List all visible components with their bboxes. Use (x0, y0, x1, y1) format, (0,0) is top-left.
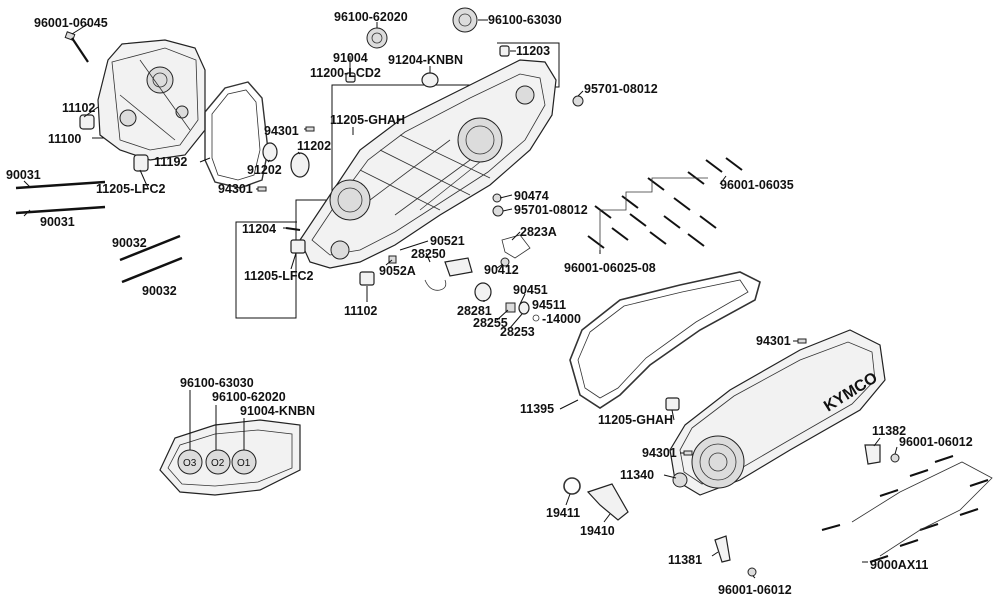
bearing-96100-63030 (452, 7, 478, 33)
label-11381[interactable]: 11381 (668, 553, 703, 567)
bolts-9000ax11 (821, 455, 989, 563)
label-91004-knbn[interactable]: 91004-KNBN (240, 404, 316, 418)
label-94301-a[interactable]: 94301 (264, 124, 299, 138)
label-95701-08012-top[interactable]: 95701-08012 (584, 82, 658, 96)
label-96100-63030-bot[interactable]: 96100-63030 (180, 376, 254, 390)
label-11200-lcd2[interactable]: 11200-LCD2 (310, 66, 381, 80)
label-96001-06045[interactable]: 96001-06045 (34, 16, 108, 30)
gasket-11192 (204, 81, 269, 189)
label-11205-ghah-bot[interactable]: 11205-GHAH (598, 413, 674, 427)
label-2823a[interactable]: 2823A (520, 225, 557, 239)
stud-90032 (119, 234, 183, 284)
leader-lines (23, 19, 898, 579)
label-11204[interactable]: 11204 (242, 222, 277, 236)
label-11192[interactable]: 11192 (154, 155, 188, 169)
label-94511[interactable]: 94511 (532, 298, 567, 312)
label-95701-08012-mid[interactable]: 95701-08012 (514, 203, 588, 217)
label-91202[interactable]: 91202 (247, 163, 282, 177)
label-96100-63030-top[interactable]: 96100-63030 (488, 13, 562, 27)
label-91204-knbn[interactable]: 91204-KNBN (388, 53, 464, 67)
label-11395[interactable]: 11395 (520, 402, 555, 416)
label-96001-06012-a[interactable]: 96001-06012 (899, 435, 973, 449)
label-90412[interactable]: 90412 (484, 263, 519, 277)
label-11205-lfc2-bot[interactable]: 11205-LFC2 (244, 269, 314, 283)
bearing-number-2: O2 (211, 458, 225, 469)
label-11205-lfc2-top[interactable]: 11205-LFC2 (96, 182, 166, 196)
bearing-96100-62020 (366, 27, 388, 49)
clamp-19411 (563, 477, 581, 495)
label-11100[interactable]: 11100 (48, 132, 82, 146)
gasket-11395 (569, 271, 761, 409)
kick-shaft-28250 (388, 255, 473, 291)
label-94301-b[interactable]: 94301 (218, 182, 253, 196)
label-11205-ghah-top[interactable]: 11205-GHAH (330, 113, 406, 127)
label-28250[interactable]: 28250 (411, 247, 446, 261)
label-28255[interactable]: 28255 (473, 316, 508, 330)
label-90474[interactable]: 90474 (514, 189, 549, 203)
bearing-number-3: O3 (183, 458, 197, 469)
stud-90031 (15, 180, 106, 215)
label-96100-62020-bot[interactable]: 96100-62020 (212, 390, 286, 404)
crankcase-interior-view: O3 O2 O1 (159, 419, 301, 496)
label-91004[interactable]: 91004 (333, 51, 368, 65)
bearing-number-1: O1 (237, 458, 251, 469)
label-9000ax11[interactable]: 9000AX11 (870, 558, 929, 572)
label-11203[interactable]: 11203 (516, 44, 551, 58)
label-90032-b[interactable]: 90032 (142, 284, 177, 298)
label-11102-top[interactable]: 11102 (62, 101, 96, 115)
label-90031-a[interactable]: 90031 (6, 168, 41, 182)
label-90031-b[interactable]: 90031 (40, 215, 75, 229)
label-11382[interactable]: 11382 (872, 424, 907, 438)
group-outline (235, 42, 560, 319)
label-19410[interactable]: 19410 (580, 524, 615, 538)
label-11202[interactable]: 11202 (297, 139, 332, 153)
label-96001-06025-08[interactable]: 96001-06025-08 (564, 261, 656, 275)
label-96100-62020-top[interactable]: 96100-62020 (334, 10, 408, 24)
label-11340[interactable]: 11340 (620, 468, 655, 482)
oil-seal-91204 (421, 72, 439, 88)
label-94301-d[interactable]: 94301 (642, 446, 677, 460)
label-14000[interactable]: -14000 (542, 312, 581, 326)
label-28281[interactable]: 28281 (457, 304, 492, 318)
label-90521[interactable]: 90521 (430, 234, 465, 248)
bolt-96001-06045 (64, 31, 89, 63)
label-19411[interactable]: 19411 (546, 506, 581, 520)
label-96001-06035[interactable]: 96001-06035 (720, 178, 794, 192)
small-crankcase-11100 (97, 39, 206, 161)
label-9052a[interactable]: 9052A (379, 264, 416, 278)
label-90451[interactable]: 90451 (513, 283, 548, 297)
label-94301-c[interactable]: 94301 (756, 334, 791, 348)
label-90032-a[interactable]: 90032 (112, 236, 147, 250)
transmission-cover-11340: KYMCO (669, 329, 886, 496)
duct-19410 (586, 483, 629, 521)
main-crankcase-11200 (299, 59, 557, 269)
label-28253[interactable]: 28253 (500, 325, 535, 339)
label-96001-06012-b[interactable]: 96001-06012 (718, 583, 792, 597)
bolts-96001-06025 (587, 157, 743, 249)
label-11102-bot[interactable]: 11102 (344, 304, 378, 318)
